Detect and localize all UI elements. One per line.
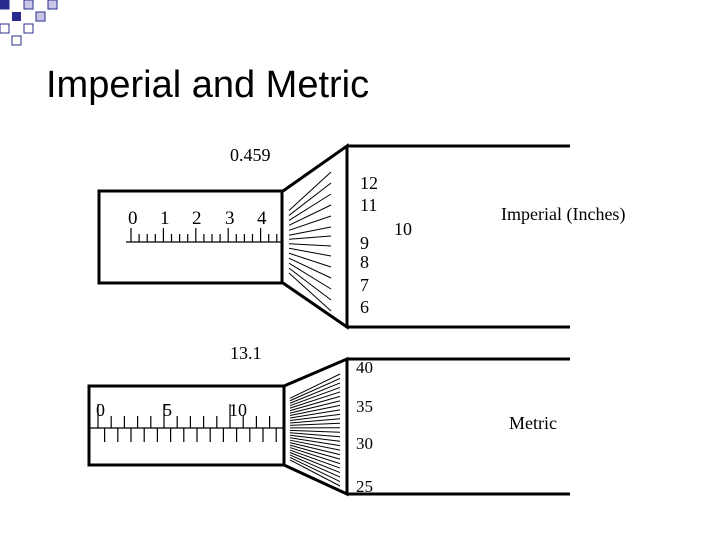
imperial-thimble-graduation	[288, 257, 332, 279]
imperial-sleeve-number: 1	[160, 208, 170, 229]
slide-title: Imperial and Metric	[46, 64, 370, 106]
imperial-thimble-graduation	[288, 243, 332, 247]
imperial-thimble-number: 8	[360, 252, 369, 272]
imperial-thimble-graduation	[288, 262, 332, 290]
metric-thimble-graduation	[289, 391, 341, 409]
metric-thimble-graduation	[289, 437, 341, 447]
metric-sleeve-number: 0	[96, 400, 105, 420]
imperial-sleeve	[97, 189, 284, 285]
metric-thimble-graduation	[289, 418, 341, 424]
metric-thimble-graduation	[289, 382, 341, 404]
imperial-sleeve-ticks	[130, 228, 278, 242]
metric-thimble-graduation	[289, 404, 341, 417]
metric-thimble-number: 30	[356, 434, 373, 453]
metric-thimble-graduation	[289, 442, 341, 456]
metric-sleeve	[87, 384, 286, 467]
metric-thimble-number: 40	[356, 358, 373, 377]
metric-thimble-graduation	[289, 452, 341, 474]
metric-thimble-graduation	[289, 400, 341, 414]
imperial-label: Imperial (Inches)	[501, 204, 625, 225]
slide-decoration	[0, 0, 58, 46]
metric-thimble-graduation	[289, 378, 341, 402]
metric-thimble-graduation	[289, 373, 341, 399]
metric-thimble-graduation	[289, 456, 341, 482]
imperial-thimble-number: 7	[360, 275, 369, 295]
imperial-sleeve-number: 3	[225, 208, 235, 229]
imperial-thimble-number: 10	[394, 219, 412, 239]
imperial-sleeve-number: 4	[257, 208, 267, 229]
imperial-thimble-number: 9	[360, 233, 369, 253]
imperial-sleeve-number: 0	[128, 208, 138, 229]
metric-sleeve-number: 5	[163, 400, 172, 420]
imperial-thimble-graduations	[288, 171, 332, 312]
imperial-reading: 0.459	[230, 145, 271, 165]
metric-label: Metric	[509, 413, 557, 433]
metric-thimble-graduation	[289, 449, 341, 469]
metric-thimble-graduation	[289, 386, 341, 407]
imperial-thimble-graduation	[288, 204, 332, 226]
imperial-thimble-graduation	[288, 215, 332, 231]
metric-thimble-graduation	[289, 409, 341, 419]
imperial-thimble-number: 11	[360, 195, 377, 215]
metric-thimble-graduation	[289, 429, 341, 433]
imperial-thimble-graduation	[288, 226, 332, 236]
imperial-micrometer	[97, 143, 570, 330]
metric-thimble-graduation	[289, 459, 341, 487]
imperial-thimble-graduation	[288, 247, 332, 257]
metric-thimble-graduation	[289, 413, 341, 421]
metric-sleeve-ticks	[97, 404, 277, 442]
imperial-thimble-graduation	[288, 272, 332, 312]
metric-thimble-graduation	[289, 454, 341, 478]
metric-thimble-number: 35	[356, 397, 373, 416]
imperial-thimble-taper	[282, 143, 349, 330]
metric-thimble-graduation	[289, 432, 341, 438]
imperial-thimble-graduation	[288, 267, 332, 301]
decoration-squares	[0, 0, 58, 46]
metric-thimble-graduation	[289, 447, 341, 465]
imperial-thimble-number: 6	[360, 297, 369, 317]
imperial-thimble-number: 12	[360, 173, 378, 193]
imperial-thimble-graduation	[288, 252, 332, 268]
imperial-sleeve-number: 2	[192, 208, 202, 229]
metric-reading: 13.1	[230, 343, 262, 363]
imperial-thimble-graduation	[288, 193, 332, 221]
metric-thimble-graduation	[289, 444, 341, 460]
metric-thimble-graduation	[289, 395, 341, 412]
metric-thimble-graduation	[289, 439, 341, 451]
metric-thimble-taper	[283, 356, 349, 497]
metric-thimble-graduation	[289, 434, 341, 442]
imperial-thimble-graduation	[288, 171, 332, 211]
imperial-thimble-graduation	[288, 182, 332, 216]
metric-sleeve-number: 10	[229, 400, 247, 420]
metric-thimble-graduations	[289, 373, 341, 487]
metric-thimble-graduation	[289, 422, 341, 426]
metric-micrometer	[87, 356, 570, 497]
imperial-thimble-graduation	[288, 235, 332, 240]
metric-thimble-number: 25	[356, 477, 373, 496]
